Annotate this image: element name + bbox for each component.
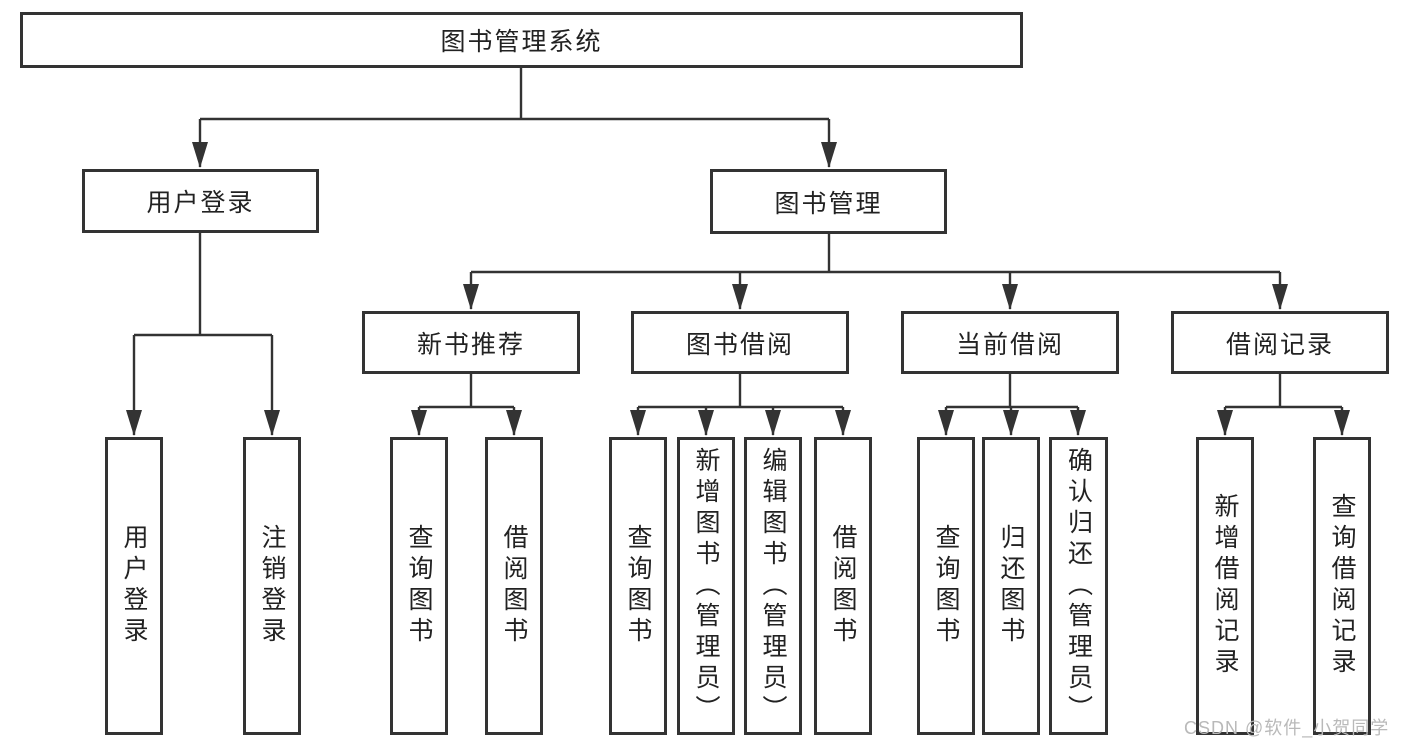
- leaf-add-borrow-record: 新增借阅记录: [1196, 437, 1254, 735]
- leaf-label: 确认归还（管理员）: [1064, 446, 1093, 726]
- leaf-query-books-borrowing: 查询图书: [609, 437, 667, 735]
- leaf-label: 归还图书: [997, 524, 1025, 648]
- leaf-logout: 注销登录: [243, 437, 301, 735]
- node-new-book-recommendation: 新书推荐: [362, 311, 580, 374]
- leaf-confirm-return-admin: 确认归还（管理员）: [1049, 437, 1108, 735]
- leaf-label: 用户登录: [120, 524, 148, 648]
- node-label: 图书借阅: [685, 330, 794, 359]
- leaf-user-login: 用户登录: [105, 437, 163, 735]
- leaf-query-borrow-record: 查询借阅记录: [1313, 437, 1371, 735]
- leaf-label: 新增图书（管理员）: [692, 446, 720, 726]
- leaf-label: 查询图书: [405, 524, 433, 648]
- leaf-edit-books-admin: 编辑图书（管理员）: [744, 437, 802, 735]
- node-borrowing-records: 借阅记录: [1171, 311, 1389, 374]
- leaf-query-books-recommend: 查询图书: [390, 437, 448, 735]
- leaf-label: 查询图书: [932, 524, 960, 648]
- node-current-borrowing: 当前借阅: [901, 311, 1119, 374]
- node-label: 用户登录: [146, 189, 255, 217]
- csdn-watermark: CSDN @软件_小贺同学: [1184, 718, 1390, 738]
- node-label: 新书推荐: [416, 330, 525, 359]
- leaf-label: 新增借阅记录: [1211, 493, 1239, 679]
- node-book-borrowing: 图书借阅: [631, 311, 849, 374]
- node-book-management: 图书管理: [710, 169, 947, 234]
- node-label: 图书管理系统: [440, 28, 603, 56]
- leaf-label: 查询图书: [624, 524, 652, 648]
- leaf-label: 编辑图书（管理员）: [759, 446, 787, 726]
- leaf-label: 借阅图书: [829, 524, 857, 648]
- node-label: 当前借阅: [955, 330, 1064, 359]
- leaf-label: 注销登录: [258, 524, 286, 648]
- node-label: 图书管理: [774, 189, 883, 218]
- leaf-borrow-books-recommend: 借阅图书: [485, 437, 543, 735]
- leaf-add-books-admin: 新增图书（管理员）: [677, 437, 735, 735]
- node-label: 借阅记录: [1225, 330, 1334, 359]
- leaf-label: 查询借阅记录: [1328, 493, 1356, 679]
- node-user-login: 用户登录: [82, 169, 319, 233]
- leaf-query-books-current: 查询图书: [917, 437, 975, 735]
- node-library-system: 图书管理系统: [20, 12, 1023, 68]
- leaf-borrow-books-borrowing: 借阅图书: [814, 437, 872, 735]
- leaf-label: 借阅图书: [500, 524, 528, 648]
- leaf-return-books: 归还图书: [982, 437, 1040, 735]
